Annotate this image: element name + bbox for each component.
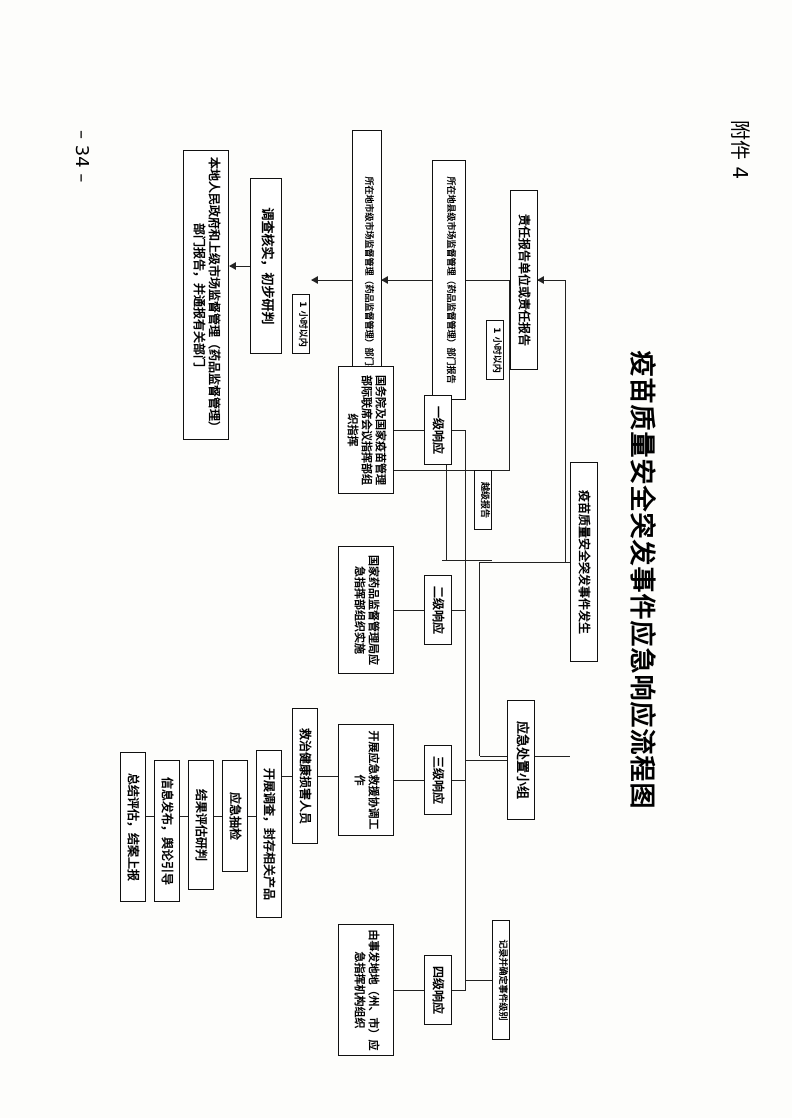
node-level2: 二级响应 [424,575,452,645]
node-level4-desc: 由事发地地（州、市）应急指挥机构组织 [338,924,394,1056]
label-one-hour-a: 1 小时以内 [486,320,504,380]
node-report-gov: 本地人民政府和上级市场监督管理（药品监督管理）部门报告，并通报有关部门 [183,150,229,440]
node-level1: 一级响应 [424,395,452,465]
node-level2-desc: 国家药品监督管理局应急指挥部组织实施 [338,546,394,674]
node-level3-desc: 开展应急救援协调工作 [338,724,394,836]
node-step5: 信息发布，舆论引导 [154,760,180,902]
node-step3: 应急抽检 [222,760,248,872]
label-skip-level: 越级报告 [474,470,492,530]
attachment-label: 附件 4 [728,120,752,180]
node-step1: 救治健康损害人员 [292,708,318,844]
diagram-title: 疫苗质量安全突发事件应急响应流程图 [626,350,656,810]
node-county-report: 所在地县级市场监督管理（药品监督管理）部门报告 [432,160,466,400]
node-level1-desc: 国务院及国家疫苗管理部际联席会议指挥部组织指挥 [338,366,394,494]
node-level4: 四级响应 [424,955,452,1025]
label-one-hour-b: 1 小时以内 [292,294,310,354]
node-investigate: 调查核实，初步研判 [250,178,282,354]
node-responsible-report: 责任报告单位或责任报告 [510,190,538,370]
node-step6: 总结评估，结案上报 [120,752,146,902]
node-level3: 三级响应 [424,745,452,815]
node-emergency-group: 应急处置小组 [507,700,535,820]
node-step2: 开展调查，封存相关产品 [256,750,282,918]
label-record-level: 记录并确定事件级别 [492,920,510,1040]
page-number: – 34 – [71,130,92,183]
node-step4: 结果评估研判 [188,760,214,890]
node-event-occurs: 疫苗质量安全突发事件发生 [570,462,598,662]
